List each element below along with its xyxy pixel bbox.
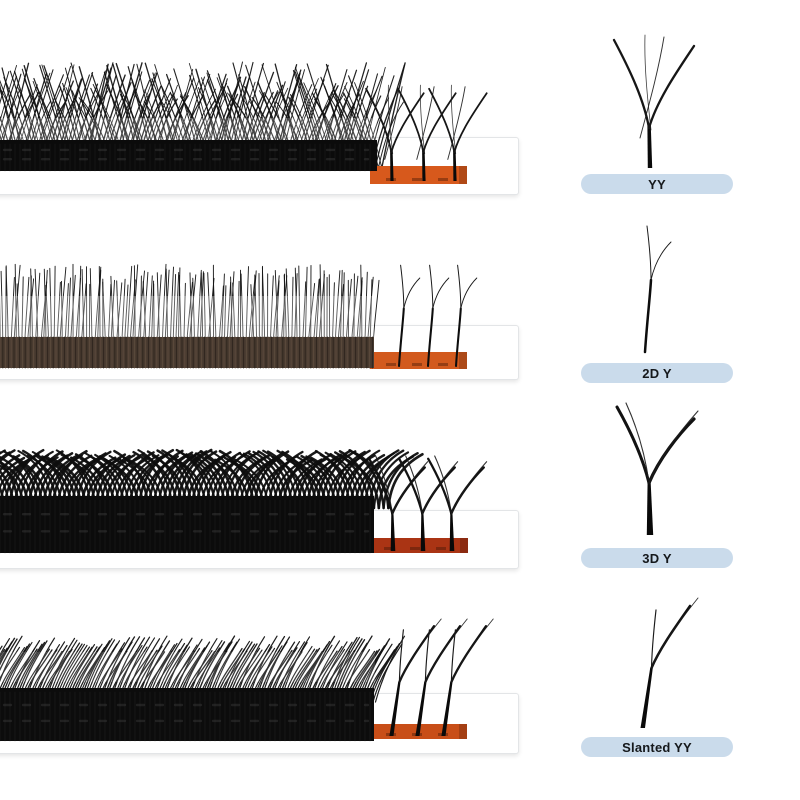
fan-type-label-text: YY — [648, 176, 666, 192]
yy-fan-illustration — [612, 34, 696, 168]
fan-type-label: 3D Y — [581, 548, 733, 568]
fan-type-label: YY — [581, 174, 733, 194]
fan-type-label: Slanted YY — [581, 737, 733, 757]
lash-strip-illustration — [0, 61, 488, 184]
lash-strip-illustration — [0, 263, 478, 369]
lash-strip-illustration — [0, 448, 488, 554]
slanted-yy-fan-illustration — [640, 597, 699, 728]
3d-y-fan-illustration — [615, 402, 699, 535]
fan-type-label: 2D Y — [581, 363, 733, 383]
lash-band — [0, 337, 374, 368]
fan-type-label-text: Slanted YY — [622, 739, 692, 755]
lash-band — [0, 140, 377, 171]
fan-type-label-text: 3D Y — [642, 550, 672, 566]
adhesive-tape — [370, 352, 467, 369]
fan-type-label-text: 2D Y — [642, 365, 672, 381]
lash-band — [0, 496, 374, 553]
lash-strip-illustration — [0, 618, 494, 742]
lash-band — [0, 688, 374, 741]
2d-y-fan-illustration — [643, 225, 672, 354]
adhesive-tape — [370, 166, 467, 184]
